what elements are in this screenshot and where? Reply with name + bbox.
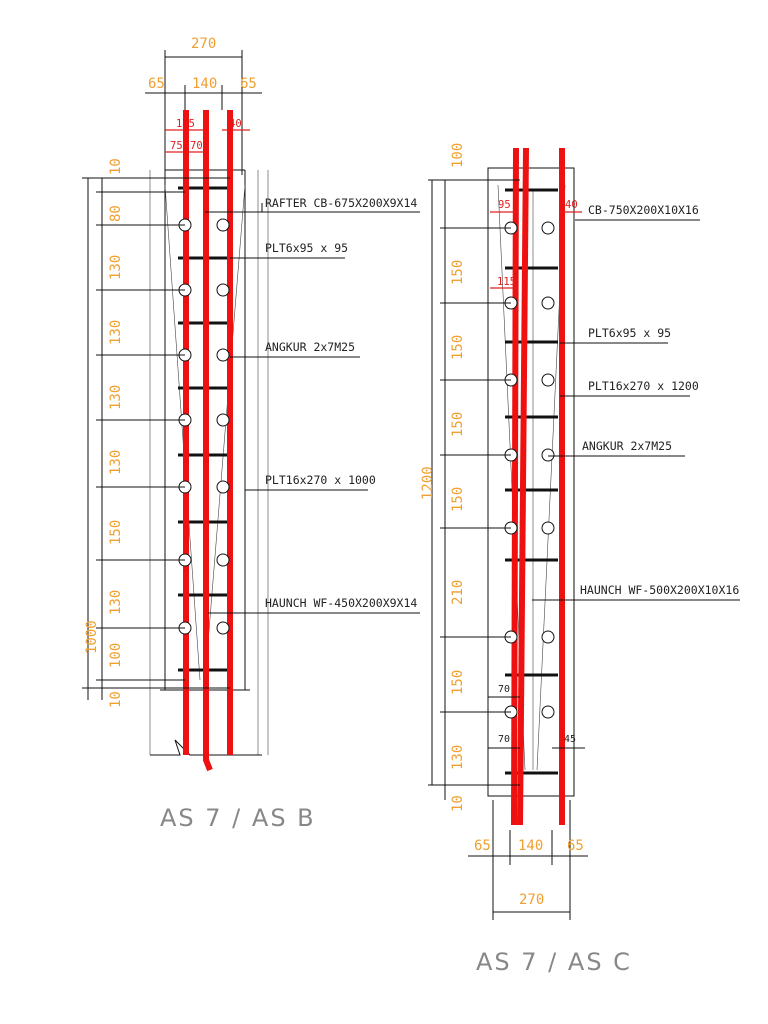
right-vdim-3: 150 — [450, 335, 466, 360]
left-dim-total: 1000 — [84, 620, 100, 654]
left-label-plt-stiffener: PLT6x95 x 95 — [265, 241, 348, 255]
left-vdim-1: 10 — [108, 158, 124, 175]
right-dim-total: 1200 — [420, 466, 436, 500]
left-bolts — [178, 218, 230, 635]
left-detail-title: AS 7 / AS B — [160, 804, 316, 832]
left-red-dim-b: 75 — [170, 140, 183, 152]
left-vdim-8: 130 — [108, 590, 124, 615]
right-bottom-dimensions: 65 140 65 270 — [468, 800, 588, 920]
right-small-dim-a: 70 — [498, 684, 510, 695]
right-vdim-7: 150 — [450, 670, 466, 695]
right-label-plt-stiffener: PLT6x95 x 95 — [588, 326, 671, 340]
right-red-dim-c: 115 — [497, 276, 516, 288]
right-red-dims: 95 40 115 — [490, 199, 582, 289]
left-detail: 270 65 140 65 145 75 70 40 — [82, 36, 420, 832]
left-red-dim-c: 70 — [190, 140, 203, 152]
right-vdim-6: 210 — [450, 580, 466, 605]
right-label-haunch: HAUNCH WF-500X200X10X16 — [580, 583, 739, 597]
right-small-dims: 70 70 45 — [488, 684, 585, 749]
right-vdim-8: 130 — [450, 745, 466, 770]
right-detail: 95 40 115 70 70 45 1200 10 — [420, 143, 740, 976]
left-vdim-10: 10 — [108, 691, 124, 708]
right-vdim-9: 10 — [450, 795, 466, 812]
right-red-dim-b: 40 — [565, 199, 578, 211]
right-vertical-dimensions: 1200 100 150 150 150 150 210 150 130 10 — [420, 143, 520, 812]
right-vdim-5: 150 — [450, 487, 466, 512]
left-vdim-9: 100 — [108, 643, 124, 668]
right-vdim-1: 100 — [450, 143, 466, 168]
left-vertical-dimensions: 1000 10 80 130 130 130 130 150 130 100 1… — [82, 158, 230, 708]
right-detail-title: AS 7 / AS C — [476, 948, 632, 976]
left-dim-overall: 270 — [191, 36, 216, 52]
right-label-plt-plate: PLT16x270 x 1200 — [588, 379, 699, 393]
left-vdim-3: 130 — [108, 255, 124, 280]
left-callouts: RAFTER CB-675X200X9X14 PLT6x95 x 95 ANGK… — [205, 196, 420, 614]
right-small-dim-c: 45 — [564, 734, 576, 745]
left-vdim-5: 130 — [108, 385, 124, 410]
right-label-rafter: CB-750X200X10X16 — [588, 203, 699, 217]
left-label-anchor: ANGKUR 2x7M25 — [265, 340, 355, 354]
right-anchor-bars — [511, 147, 565, 826]
right-dim-overall: 270 — [519, 892, 544, 908]
right-dim-edge-right: 65 — [567, 838, 584, 854]
left-vdim-4: 130 — [108, 320, 124, 345]
left-dim-edge-left: 65 — [148, 76, 165, 92]
left-dim-center: 140 — [192, 76, 217, 92]
left-vdim-7: 150 — [108, 520, 124, 545]
right-callouts: CB-750X200X10X16 PLT6x95 x 95 PLT16x270 … — [532, 203, 740, 601]
right-stiffeners — [505, 188, 558, 775]
right-dim-center: 140 — [518, 838, 543, 854]
right-red-dim-a: 95 — [498, 199, 511, 211]
left-vdim-6: 130 — [108, 450, 124, 475]
right-dim-edge-left: 65 — [474, 838, 491, 854]
left-dim-edge-right: 65 — [240, 76, 257, 92]
left-anchor-bars — [183, 110, 233, 772]
left-label-rafter: RAFTER CB-675X200X9X14 — [265, 196, 417, 210]
left-vdim-2: 80 — [108, 205, 124, 222]
left-label-haunch: HAUNCH WF-450X200X9X14 — [265, 596, 417, 610]
left-label-plt-plate: PLT16x270 x 1000 — [265, 473, 376, 487]
right-vdim-2: 150 — [450, 260, 466, 285]
right-small-dim-b: 70 — [498, 734, 510, 745]
right-label-anchor: ANGKUR 2x7M25 — [582, 439, 672, 453]
right-vdim-4: 150 — [450, 412, 466, 437]
